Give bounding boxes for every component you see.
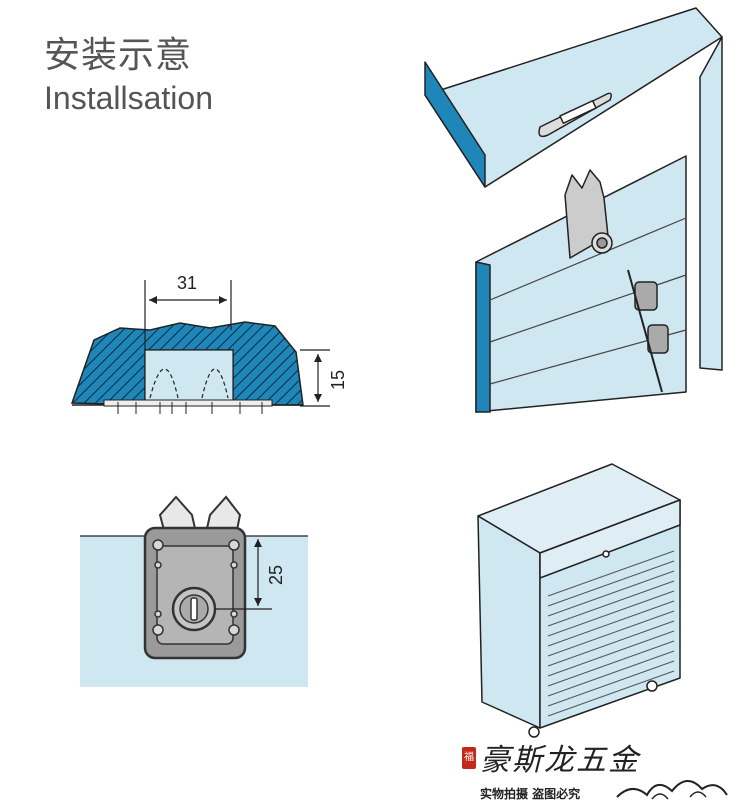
- lock-assembly: [564, 169, 613, 259]
- brand-name: 豪斯龙五金: [480, 743, 640, 778]
- screw-holes: [152, 539, 240, 636]
- dim-label-offset: 25: [266, 565, 286, 585]
- lock-front-view: 25: [80, 495, 308, 687]
- drawer-side-edge: [475, 261, 491, 413]
- top-board-front-edge: [424, 61, 486, 188]
- cabinet-side: [477, 515, 541, 729]
- cloud-swirl-icon: [616, 780, 728, 800]
- side-frame: [699, 36, 723, 371]
- top-drawer: [539, 499, 681, 579]
- dim-arrowheads-width: [149, 296, 227, 304]
- brand-seal-icon: 福: [462, 747, 476, 769]
- caster-wheels: [528, 680, 658, 738]
- dim-arrowheads-offset: [254, 539, 262, 606]
- mounting-plate: [103, 399, 273, 407]
- title-english: Installsation: [44, 80, 213, 116]
- tambour-cabinet-view: [477, 463, 681, 738]
- screw-marks: [117, 402, 263, 414]
- cabinet-installation-view: [424, 7, 723, 413]
- keyway: [190, 597, 198, 621]
- brand-tagline: 实物拍摄 盗图必究: [480, 787, 581, 801]
- drawer-lock-icon: [602, 550, 610, 558]
- dim-label-depth: 15: [328, 370, 348, 390]
- title-chinese: 安装示意: [44, 35, 193, 76]
- spring-arcs: [149, 368, 229, 399]
- brand-watermark: 福 豪斯龙五金 实物拍摄 盗图必究: [462, 733, 737, 809]
- tambour-slats: [547, 550, 675, 717]
- dim-label-width: 31: [177, 273, 197, 293]
- cross-section-diagram: 31 15: [70, 273, 348, 414]
- lock-cavity: [144, 349, 234, 406]
- strike-plate: [538, 92, 612, 138]
- keys-icon: [627, 269, 669, 393]
